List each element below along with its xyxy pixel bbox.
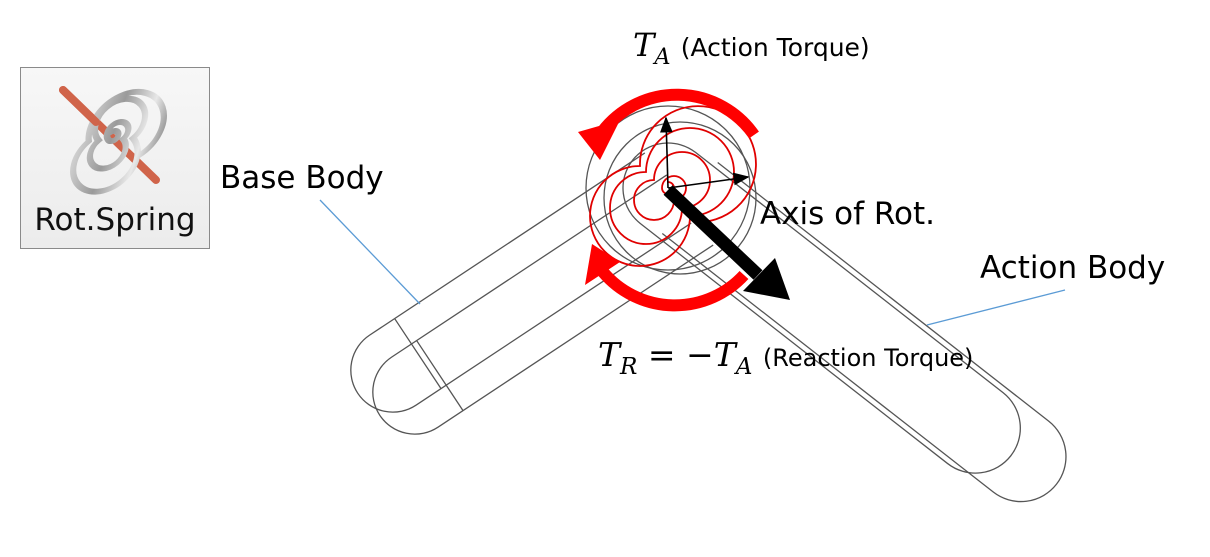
torque-subscript: A bbox=[654, 43, 671, 70]
action-torque-arrow bbox=[578, 88, 759, 160]
torque-subscript: A bbox=[735, 354, 753, 381]
action-body-label: Action Body bbox=[980, 250, 1166, 286]
rot-spring-icon-button[interactable]: Rot.Spring bbox=[20, 67, 210, 249]
reaction-torque-text: (Reaction Torque) bbox=[762, 344, 974, 372]
action-body bbox=[622, 142, 1067, 503]
axis-label: Axis of Rot. bbox=[760, 196, 936, 232]
icon-label: Rot.Spring bbox=[34, 202, 196, 238]
joint-circle-inner bbox=[603, 121, 757, 275]
base-body-leader bbox=[319, 199, 421, 305]
action-body-leader bbox=[926, 289, 1066, 326]
local-axis-y-arrow bbox=[660, 116, 673, 189]
base-body-label: Base Body bbox=[220, 160, 384, 196]
joint-circle bbox=[585, 105, 751, 271]
reaction-torque-label: TR = −TA (Reaction Torque) bbox=[598, 335, 974, 380]
rotational-spring-icon bbox=[59, 86, 167, 195]
local-axis-x-arrow bbox=[667, 172, 750, 189]
base-body bbox=[350, 152, 714, 435]
action-torque-label: TA (Action Torque) bbox=[633, 26, 870, 70]
spring-spiral bbox=[589, 105, 757, 267]
torque-symbol: T bbox=[713, 335, 736, 374]
torque-symbol: T bbox=[633, 26, 655, 64]
equals-minus: = − bbox=[637, 335, 714, 374]
torque-subscript: R bbox=[620, 354, 638, 381]
torque-symbol: T bbox=[598, 335, 621, 374]
reaction-torque-arrow bbox=[585, 244, 749, 312]
axis-of-rotation-arrow bbox=[663, 185, 790, 300]
action-torque-text: (Action Torque) bbox=[680, 33, 870, 62]
